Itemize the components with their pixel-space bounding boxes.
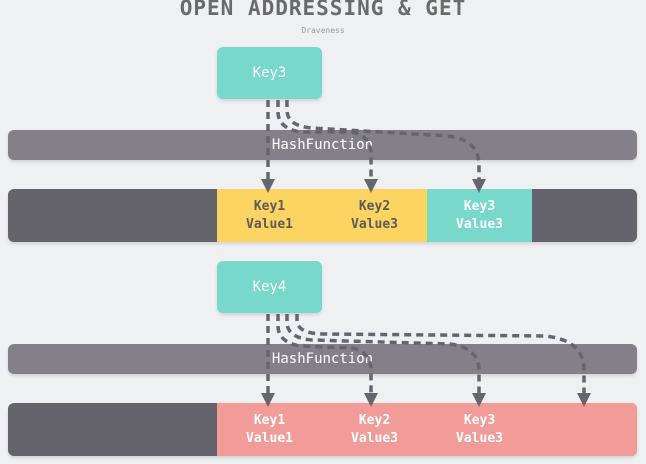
key3-box: Key3 bbox=[217, 47, 322, 99]
bucket-array-top: Key1 Value1 Key2 Value3 Key3 Value3 bbox=[8, 189, 637, 242]
slot-key: Key2 bbox=[358, 412, 391, 428]
slot-key: Key3 bbox=[463, 412, 496, 428]
slot-value: Value3 bbox=[456, 430, 503, 446]
hash-function-bar-bottom: HashFunction bbox=[8, 344, 637, 374]
slot-key: Key2 bbox=[358, 198, 391, 214]
slot-bottom-3: Key3 Value3 bbox=[427, 403, 532, 456]
slot-top-1: Key1 Value1 bbox=[217, 189, 322, 242]
slot-key: Key1 bbox=[253, 198, 286, 214]
slot-bottom-1: Key1 Value1 bbox=[217, 403, 322, 456]
hash-function-bar-top: HashFunction bbox=[8, 130, 637, 160]
slot-top-3: Key3 Value3 bbox=[427, 189, 532, 242]
slot-key: Key3 bbox=[463, 198, 496, 214]
arrow-top-2 bbox=[276, 100, 378, 193]
slot-top-2: Key2 Value3 bbox=[322, 189, 427, 242]
arrow-bottom-3 bbox=[285, 314, 486, 407]
arrow-top-3 bbox=[285, 100, 486, 193]
slot-value: Value3 bbox=[456, 216, 503, 232]
key4-box: Key4 bbox=[217, 261, 322, 313]
slot-value: Value1 bbox=[246, 216, 293, 232]
slot-key: Key1 bbox=[253, 412, 286, 428]
slot-bottom-2: Key2 Value3 bbox=[322, 403, 427, 456]
arrow-bottom-4 bbox=[295, 314, 591, 407]
slot-value: Value1 bbox=[246, 430, 293, 446]
slot-pink-fill bbox=[217, 403, 637, 456]
arrow-bottom-2 bbox=[276, 314, 378, 407]
slot-value: Value3 bbox=[351, 430, 398, 446]
bucket-array-bottom: Key1 Value1 Key2 Value3 Key3 Value3 bbox=[8, 403, 637, 456]
slot-value: Value3 bbox=[351, 216, 398, 232]
diagram-title: OPEN ADDRESSING & GET bbox=[179, 0, 467, 20]
author-label: Draveness bbox=[301, 26, 345, 35]
